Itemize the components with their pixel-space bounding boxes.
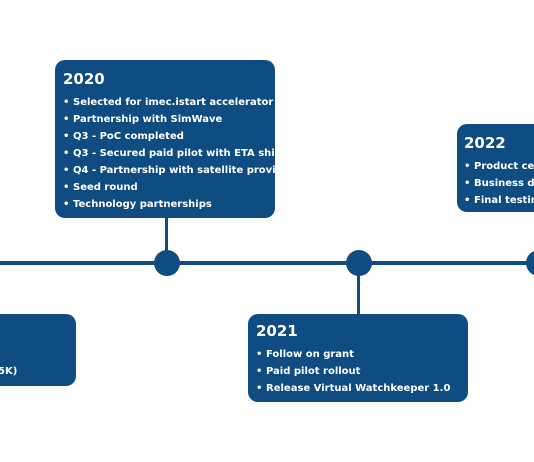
list-item: Partnership with SimWave [63,111,267,128]
card-items-2020: Selected for imec.istart accelerator Par… [63,94,275,213]
card-items-2022: Product certi Business deve Final testin… [464,158,534,209]
milestone-node-2021[interactable] [346,250,372,276]
milestone-card-2020: 2020 Selected for imec.istart accelerato… [55,60,275,218]
list-item: Seed round [63,179,267,196]
list-item: Product certi [464,158,534,175]
milestone-node-2020[interactable] [154,250,180,276]
card-year-2022: 2022 [464,134,506,152]
list-item: Technology partnerships [63,196,267,213]
list-item: Q4 - Partnership with satellite provider [63,162,275,179]
list-item: Release Virtual Watchkeeper 1.0 [256,380,460,397]
list-item: Paid pilot rollout [256,363,460,380]
list-item: Q3 - PoC completed [63,128,267,145]
card-items-2021: Follow on grant Paid pilot rollout Relea… [256,346,460,397]
list-item: Follow on grant [256,346,460,363]
milestone-card-left: 5K) [0,314,76,386]
milestone-card-2022: 2022 Product certi Business deve Final t… [457,124,534,212]
list-item: Business deve [464,175,534,192]
card-fragment-text: 5K) [0,366,18,377]
card-year-2020: 2020 [63,70,105,88]
connector-2020 [165,218,168,262]
card-year-2021: 2021 [256,322,298,340]
connector-2021 [357,264,360,314]
milestone-node-2022[interactable] [526,250,534,276]
list-item: Q3 - Secured paid pilot with ETA shippin… [63,145,275,162]
timeline-line [0,261,534,265]
milestone-card-2021: 2021 Follow on grant Paid pilot rollout … [248,314,468,402]
list-item: Selected for imec.istart accelerator [63,94,273,111]
list-item: Final testing V [464,192,534,209]
